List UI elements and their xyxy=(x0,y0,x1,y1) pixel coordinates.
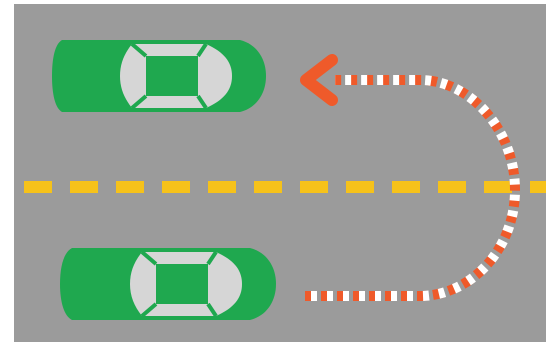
car-icon xyxy=(60,248,276,320)
car-roof-bottom xyxy=(156,264,208,304)
car-icon xyxy=(52,40,266,112)
car-roof-top xyxy=(146,56,198,96)
